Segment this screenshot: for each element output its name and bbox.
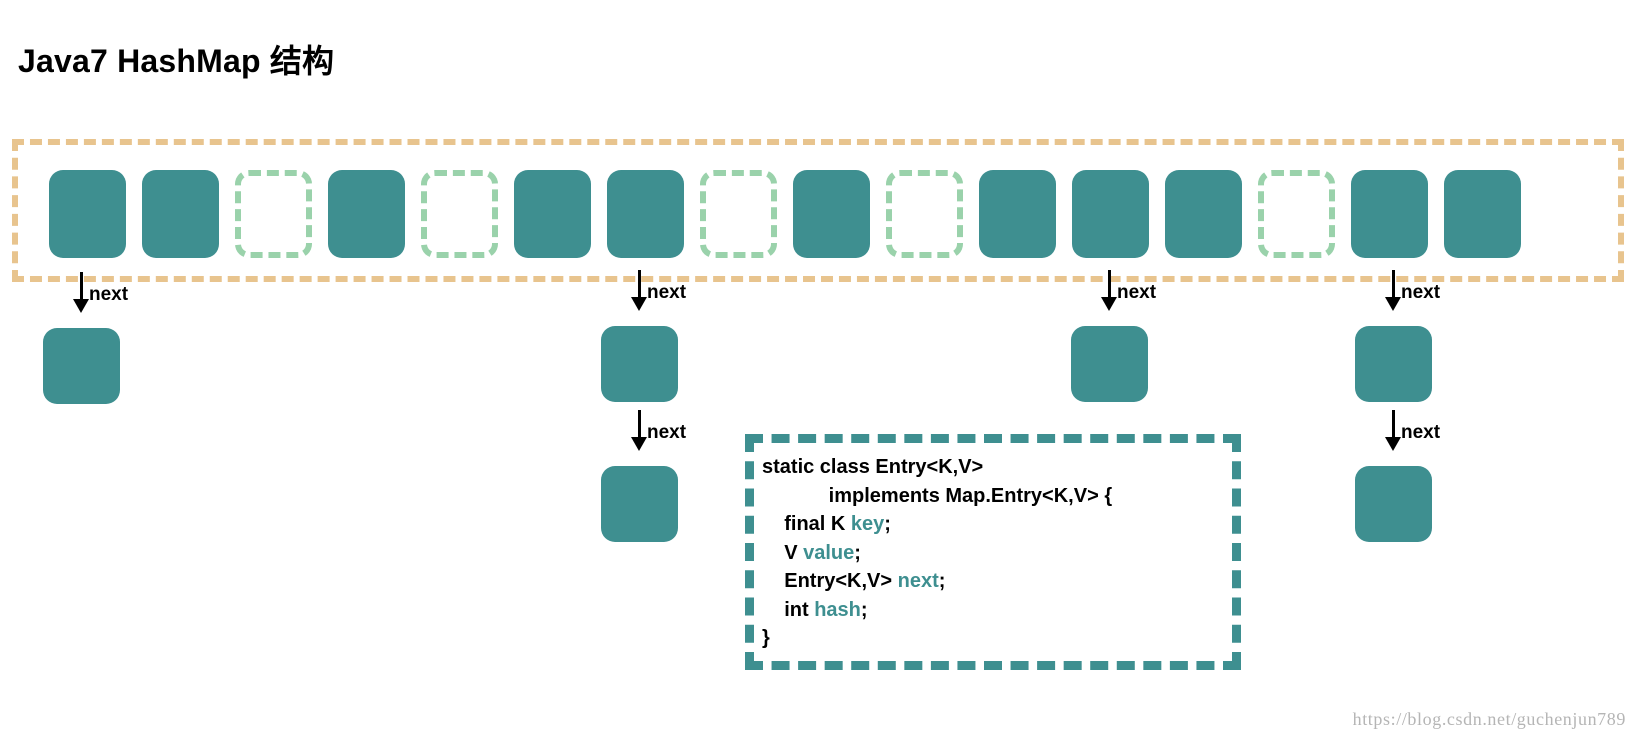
code-line-1: implements Map.Entry<K,V> { — [762, 482, 1228, 511]
code-text: final K — [762, 513, 851, 535]
code-text: V — [762, 541, 804, 564]
next-arrow-label: next — [1401, 422, 1441, 443]
array-cell-12-filled — [1165, 170, 1242, 258]
code-text: int — [762, 598, 815, 621]
code-text: ; — [938, 570, 946, 592]
entry-node-0-0 — [43, 328, 120, 404]
array-cell-9-empty — [886, 170, 963, 258]
array-cell-8-filled — [793, 170, 870, 258]
array-cell-1-filled — [142, 170, 219, 258]
array-cells — [18, 145, 1618, 276]
array-cell-10-filled — [979, 170, 1056, 258]
code-keyword: hash — [814, 598, 861, 621]
code-keyword: value — [803, 541, 855, 564]
next-arrow-icon — [631, 410, 647, 451]
code-line-2: final K key; — [762, 510, 1228, 539]
array-cell-3-filled — [328, 170, 405, 258]
code-text: implements Map.Entry<K,V> { — [762, 484, 1113, 507]
code-text: static class Entry<K,V> — [762, 456, 984, 478]
array-cell-11-filled — [1072, 170, 1149, 258]
page-title: Java7 HashMap 结构 — [18, 43, 335, 79]
array-cell-5-filled — [514, 170, 591, 258]
array-cell-14-filled — [1351, 170, 1428, 258]
code-line-5: int hash; — [762, 596, 1228, 625]
code-line-6: } — [762, 624, 1228, 653]
entry-class-code-lines: static class Entry<K,V> implements Map.E… — [762, 453, 1228, 653]
next-arrow-icon — [73, 272, 89, 313]
array-cell-13-empty — [1258, 170, 1335, 258]
next-arrow-icon — [631, 270, 647, 311]
array-cell-2-empty — [235, 170, 312, 258]
next-arrow-label: next — [1401, 282, 1441, 303]
next-arrow-icon — [1385, 270, 1401, 311]
hash-table-array — [12, 139, 1624, 282]
code-line-3: V value; — [762, 539, 1228, 568]
next-arrow-label: next — [647, 282, 687, 303]
next-arrow-icon — [1101, 270, 1117, 311]
code-text: } — [762, 627, 770, 649]
next-arrow-label: next — [647, 422, 687, 443]
entry-node-11-0 — [1071, 326, 1148, 402]
code-line-0: static class Entry<K,V> — [762, 453, 1228, 482]
code-text: ; — [884, 513, 891, 535]
code-line-4: Entry<K,V> next; — [762, 567, 1228, 596]
next-arrow-label: next — [1117, 282, 1157, 303]
array-cell-6-filled — [607, 170, 684, 258]
array-cell-0-filled — [49, 170, 126, 258]
next-arrow-label: next — [89, 284, 129, 305]
code-keyword: next — [897, 570, 939, 592]
code-text: Entry<K,V> — [762, 570, 898, 592]
code-keyword: key — [850, 513, 885, 535]
array-cell-7-empty — [700, 170, 777, 258]
entry-class-code-box: static class Entry<K,V> implements Map.E… — [745, 434, 1241, 670]
watermark: https://blog.csdn.net/guchenjun789 — [1352, 709, 1626, 729]
entry-node-6-1 — [601, 466, 678, 542]
entry-node-14-0 — [1355, 326, 1432, 402]
code-text: ; — [860, 598, 868, 621]
array-cell-4-empty — [421, 170, 498, 258]
next-arrow-icon — [1385, 410, 1401, 451]
code-text: ; — [854, 541, 861, 564]
entry-node-14-1 — [1355, 466, 1432, 542]
array-cell-15-filled — [1444, 170, 1521, 258]
entry-node-6-0 — [601, 326, 678, 402]
